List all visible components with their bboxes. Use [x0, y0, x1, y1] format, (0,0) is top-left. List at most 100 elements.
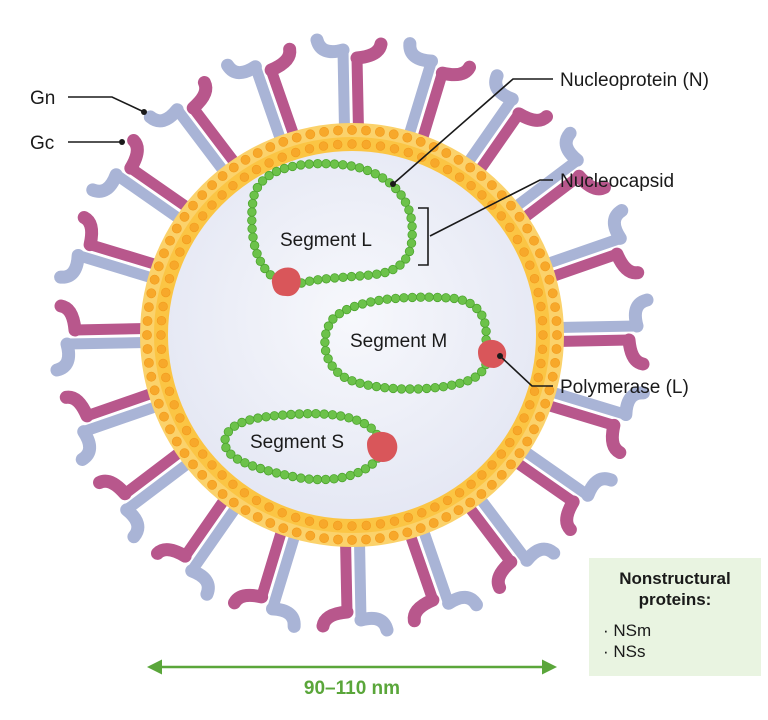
nucleoprotein-bead — [321, 329, 331, 339]
polymerase-l-segment-m — [478, 339, 507, 368]
polymerase-l-segment-l — [271, 267, 301, 297]
nucleoprotein-bead — [388, 264, 398, 275]
nucleoprotein-bead — [477, 367, 487, 377]
segment-s-nucleocapsid — [220, 409, 398, 485]
nucleoprotein-bead — [338, 160, 348, 170]
envelope-inner-bead — [207, 460, 217, 470]
gn-head — [407, 593, 440, 628]
nucleoprotein-bead — [321, 158, 331, 169]
nucleoprotein-bead — [252, 248, 262, 259]
envelope-inner-bead — [430, 158, 440, 168]
nucleoprotein-bead — [247, 461, 258, 471]
gn-head — [560, 495, 580, 537]
nucleoprotein-bead — [455, 378, 465, 389]
gn-head — [93, 474, 132, 501]
envelope-inner-bead — [164, 274, 175, 284]
nonstructural-item-nsm: · NSm — [603, 621, 652, 640]
envelope-inner-bead — [536, 358, 546, 369]
nucleoprotein-bead — [321, 274, 332, 284]
envelope-outer-bead — [305, 129, 316, 140]
nucleoprotein-bead — [430, 383, 440, 393]
nucleoprotein-bead — [339, 372, 350, 383]
nucleoprotein-bead — [304, 474, 314, 484]
gn-head — [264, 42, 297, 77]
envelope-outer-bead — [486, 479, 497, 490]
nucleoprotein-bead — [263, 466, 274, 476]
nucleoprotein-bead — [406, 238, 417, 248]
nucleocapsid-label: Nucleocapsid — [560, 171, 674, 192]
envelope-outer-bead — [547, 288, 558, 299]
nucleoprotein-bead — [232, 454, 243, 464]
envelope-inner-bead — [454, 488, 465, 498]
envelope-inner-bead — [347, 521, 357, 531]
nucleoprotein-bead — [220, 434, 230, 445]
envelope-inner-bead — [158, 358, 168, 369]
nucleoprotein-bead — [329, 159, 340, 169]
nonstructural-item-nss: · NSs — [603, 642, 646, 661]
nucleoprotein-bead — [366, 297, 376, 307]
envelope-outer-bead — [333, 125, 343, 136]
nucleoprotein-bead — [313, 158, 323, 169]
gc-head — [628, 293, 654, 333]
envelope-inner-bead — [403, 147, 413, 158]
gc-head — [75, 425, 97, 466]
nucleoprotein-bead — [477, 310, 487, 320]
nucleoprotein-bead — [457, 295, 468, 305]
nucleoprotein-bead — [355, 271, 365, 281]
nucleoprotein-bead — [401, 254, 411, 264]
envelope-inner-bead — [304, 516, 315, 526]
envelope-outer-bead — [265, 142, 276, 152]
gc-head — [520, 542, 561, 567]
gc-head — [185, 564, 215, 601]
envelope-outer-bead — [535, 411, 545, 422]
gn-head — [605, 418, 627, 460]
envelope-inner-bead — [536, 301, 546, 312]
nucleoprotein-bead — [304, 276, 315, 286]
nucleoprotein-bead — [337, 472, 347, 483]
nucleoprotein-bead — [330, 273, 340, 283]
envelope-inner-bead — [417, 508, 427, 518]
nucleoprotein-bead — [286, 409, 296, 420]
envelope-inner-bead — [175, 247, 185, 257]
nucleoprotein-bead — [334, 309, 345, 319]
envelope-outer-bead — [465, 497, 476, 508]
envelope-outer-bead — [402, 132, 413, 143]
nucleoprotein-bead — [247, 207, 257, 217]
envelope-inner-bead — [361, 139, 371, 150]
envelope-outer-bead — [305, 530, 316, 541]
envelope-inner-bead — [217, 190, 227, 200]
nucleoprotein-bead — [287, 161, 298, 172]
segment-m-nucleocapsid — [320, 292, 507, 394]
nucleoprotein-bead — [320, 346, 331, 356]
nucleoprotein-bead — [377, 173, 388, 183]
gc-head — [120, 503, 145, 544]
envelope-outer-bead — [146, 371, 157, 382]
envelope-inner-bead — [251, 495, 262, 506]
nucleoprotein-bead — [359, 418, 370, 429]
nucleoprotein-bead — [279, 470, 290, 480]
envelope-inner-bead — [347, 139, 357, 149]
nucleoprotein-bead — [355, 378, 365, 389]
nucleoprotein-bead — [346, 271, 357, 282]
envelope-inner-bead — [512, 234, 523, 245]
envelope-inner-bead — [158, 301, 168, 312]
nucleoprotein-bead — [312, 474, 323, 485]
nucleoprotein-bead — [404, 246, 415, 257]
envelope-outer-bead — [402, 527, 413, 538]
envelope-inner-bead — [537, 344, 548, 354]
lipid-envelope — [140, 123, 564, 547]
gn-head — [186, 76, 213, 115]
nucleoprotein-bead — [338, 272, 348, 283]
envelope-outer-bead — [333, 534, 343, 545]
envelope-inner-bead — [251, 164, 262, 175]
nucleoprotein-bead — [296, 473, 306, 483]
nonstructural-proteins-box: Nonstructural proteins: · NSm · NSs — [589, 558, 761, 676]
gn-head — [227, 588, 269, 610]
nucleoprotein-bead — [336, 411, 346, 421]
envelope-outer-bead — [361, 125, 371, 136]
envelope-outer-bead — [529, 235, 539, 246]
envelope-inner-bead — [169, 400, 179, 410]
envelope-outer-bead — [428, 142, 439, 152]
gn-head — [622, 333, 650, 371]
envelope-outer-bead — [165, 235, 175, 246]
